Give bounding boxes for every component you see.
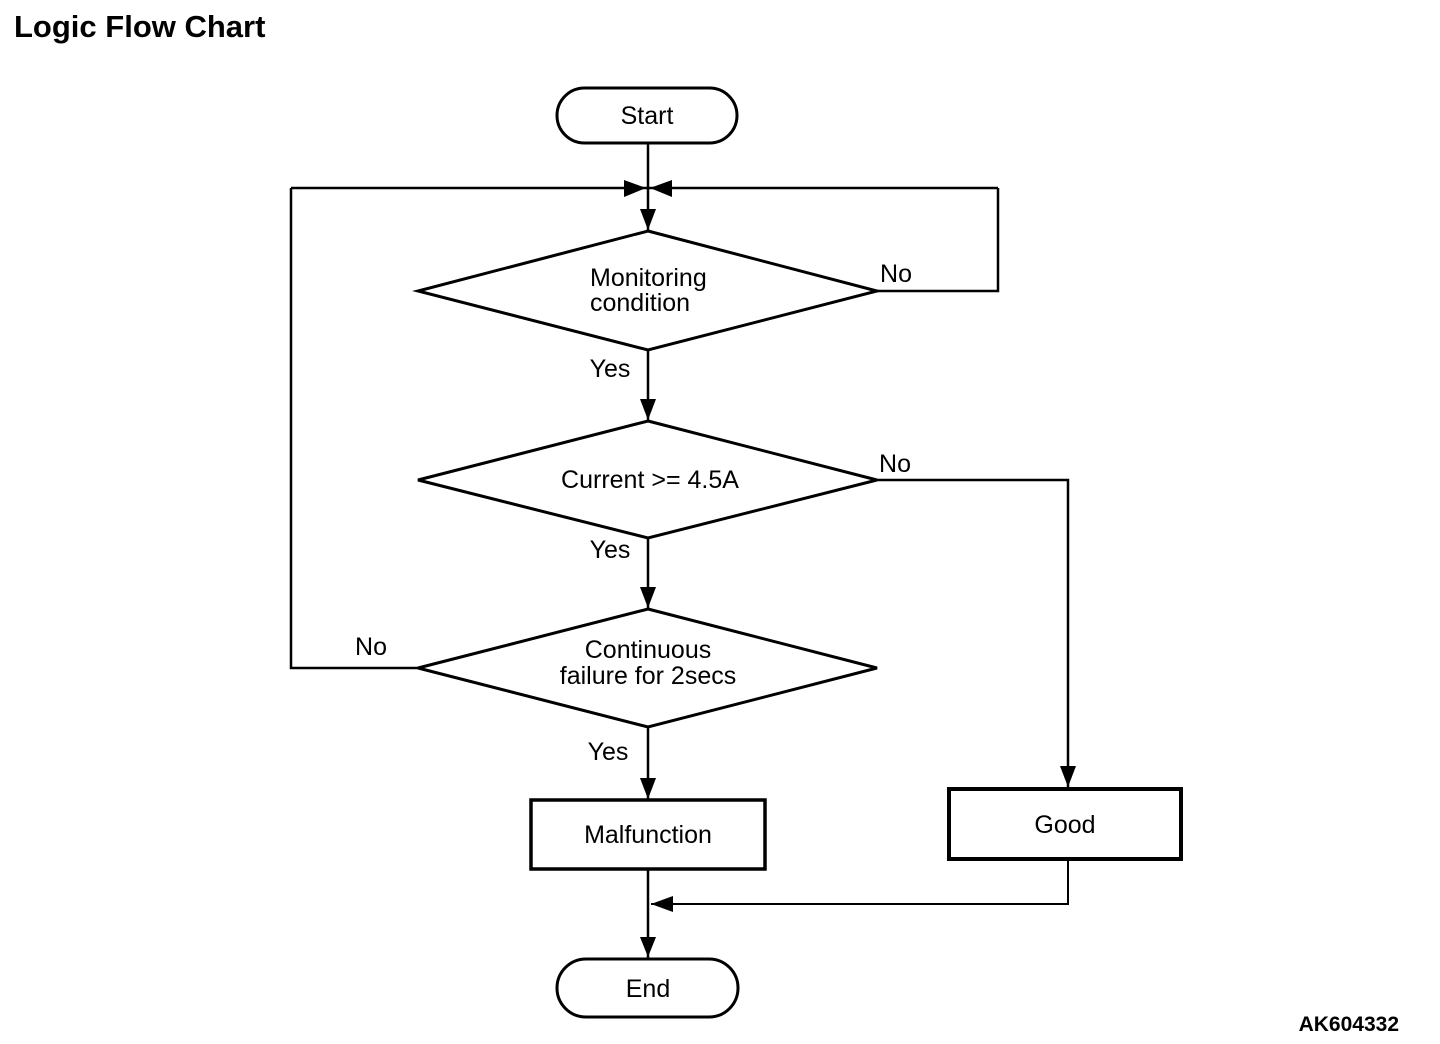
edge-continuous-no-loop [289,188,418,670]
edge-monitoring-no-loop [877,188,1000,293]
arrowhead-into-malfunction [640,778,656,799]
decision-shape-continuous [417,607,878,729]
end-node: End [555,957,740,1019]
monitoring-label-line2: condition [590,289,690,317]
monitoring-no-label: No [880,260,912,288]
current-decision-node: Current >= 4.5A [417,419,878,540]
edge-current-no [877,478,1070,788]
continuous-label-line1: Continuous [585,636,711,664]
malfunction-label: Malfunction [584,821,712,849]
malfunction-node: Malfunction [529,798,767,871]
start-label: Start [621,102,674,130]
process-shape-malfunction [529,798,767,871]
good-label: Good [1034,811,1095,839]
monitoring-label-line1: Monitoring [590,264,707,292]
continuous-yes-label: Yes [588,738,629,766]
monitoring-yes-label: Yes [590,355,631,383]
current-no-label: No [879,450,911,478]
arrowhead-into-monitoring [640,209,656,230]
current-yes-label: Yes [590,536,631,564]
arrowhead-merge-from-left [624,180,646,197]
decision-shape-monitoring [412,229,883,352]
page-title: Logic Flow Chart [14,9,265,44]
decision-shape-current [417,419,878,540]
monitoring-decision-node: Monitoring condition [412,229,883,352]
arrowhead-good-join [651,896,673,912]
start-node: Start [555,86,739,145]
arrowhead-into-current [640,399,656,420]
edge-good-to-end [651,859,1069,905]
figure-code: AK604332 [1299,1013,1399,1036]
current-label: Current >= 4.5A [561,466,739,494]
continuous-label-line2: failure for 2secs [560,662,736,690]
arrowhead-into-continuous [640,587,656,608]
arrowhead-into-end [640,937,656,957]
arrowhead-merge-from-right [650,180,672,197]
continuous-decision-node: Continuous failure for 2secs [417,607,878,729]
end-label: End [626,975,670,1003]
good-node: Good [947,787,1183,861]
arrowhead-into-good [1060,766,1076,787]
continuous-no-label: No [355,633,387,661]
terminator-shape-end [555,957,740,1019]
terminator-shape-start [555,86,739,145]
process-shape-good [947,787,1183,861]
